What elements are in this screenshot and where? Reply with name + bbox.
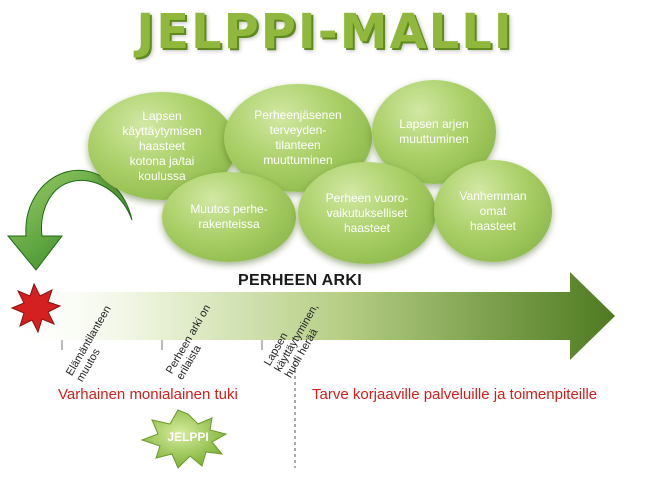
curved-arrow-icon bbox=[6, 169, 133, 271]
jelppi-badge-shape bbox=[140, 409, 228, 469]
phase-corrective-services: Tarve korjaaville palveluille ja toimenp… bbox=[312, 386, 598, 403]
phase-early-support: Varhainen monialainen tuki bbox=[58, 386, 238, 403]
bubble-parent-challenges: Vanhemman omat haasteet bbox=[434, 160, 552, 262]
jelppi-badge-label: JELPPI bbox=[167, 430, 209, 444]
page-title: JELPPI-MALLI bbox=[136, 4, 514, 60]
timeline-arrow bbox=[0, 272, 615, 360]
bubble-family-structure: Muutos perhe- rakenteissa bbox=[162, 172, 296, 262]
bubble-interaction: Perheen vuoro- vaikutukselliset haasteet bbox=[298, 162, 436, 264]
timeline-title: PERHEEN ARKI bbox=[238, 272, 362, 289]
starburst-icon bbox=[10, 282, 62, 334]
